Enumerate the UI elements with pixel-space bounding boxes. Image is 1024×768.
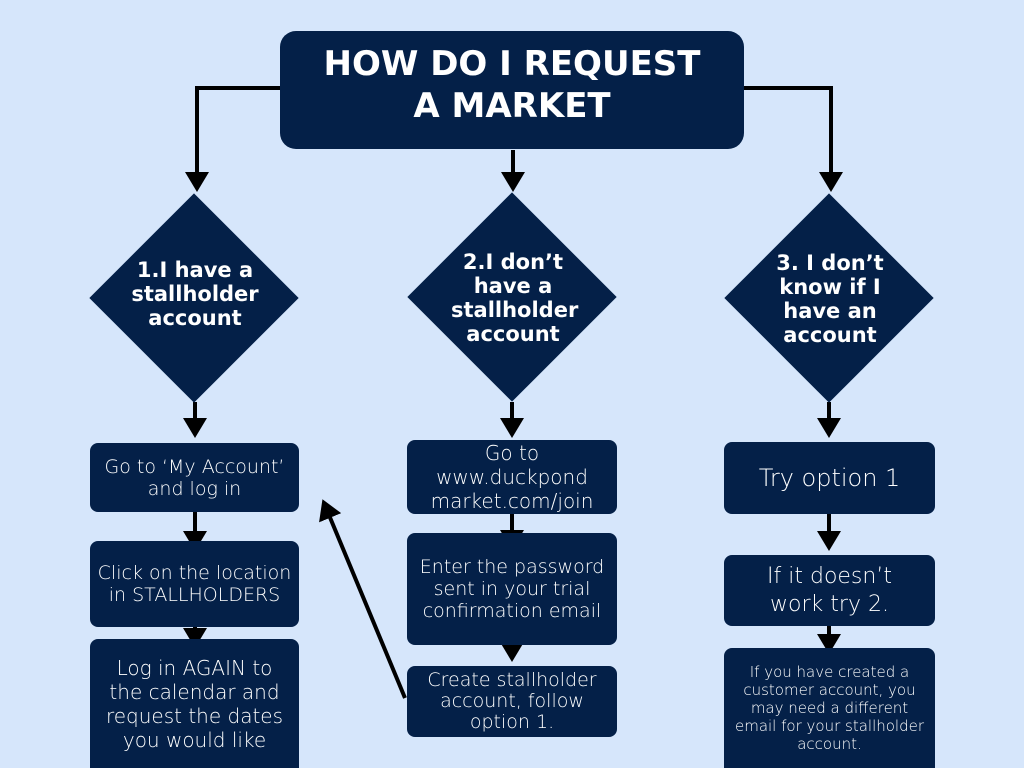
option-3-label: 3. I don’t know if I have an account [776, 251, 884, 347]
option-2-diamond: 2.I don’t have a stallholder account [408, 193, 618, 403]
step-2a-text: Go to www.duckpond market.com/join [430, 441, 594, 513]
step-1b-text: Click on the location in STALLHOLDERS [97, 562, 292, 606]
step-1a-text: Go to ‘My Account’ and log in [104, 455, 285, 500]
step-3b-box: If it doesn’t work try 2. [724, 555, 935, 626]
step-2b-box: Enter the password sent in your trial co… [407, 533, 617, 645]
arrow-step-2c-to-option-1 [319, 499, 407, 699]
step-3c-box: If you have created a customer account, … [724, 648, 935, 768]
step-3a-box: Try option 1 [724, 442, 935, 514]
option-2-label: 2.I don’t have a stallholder account [451, 250, 579, 346]
option-3-diamond: 3. I don’t know if I have an account [725, 194, 935, 404]
option-1-diamond: 1.I have a stallholder account [90, 194, 300, 404]
step-2c-text: Create stallholder account, follow optio… [427, 669, 597, 733]
page-title: HOW DO I REQUEST A MARKET [323, 44, 701, 126]
step-1c-box: Log in AGAIN to the calendar and request… [90, 639, 299, 768]
step-3b-text: If it doesn’t work try 2. [767, 563, 892, 617]
arrow-title-to-option-3 [744, 86, 843, 192]
step-2b-text: Enter the password sent in your trial co… [419, 556, 605, 622]
step-3a-text: Try option 1 [758, 464, 901, 492]
page-title-box: HOW DO I REQUEST A MARKET [280, 31, 744, 149]
step-1c-text: Log in AGAIN to the calendar and request… [105, 655, 284, 752]
arrow-title-to-option-1 [185, 86, 282, 192]
step-3c-text: If you have created a customer account, … [734, 663, 925, 753]
step-1b-box: Click on the location in STALLHOLDERS [90, 541, 299, 627]
option-1-label: 1.I have a stallholder account [131, 258, 259, 330]
step-2c-box: Create stallholder account, follow optio… [407, 666, 617, 737]
step-2a-box: Go to www.duckpond market.com/join [407, 440, 617, 514]
step-1a-box: Go to ‘My Account’ and log in [90, 443, 299, 512]
